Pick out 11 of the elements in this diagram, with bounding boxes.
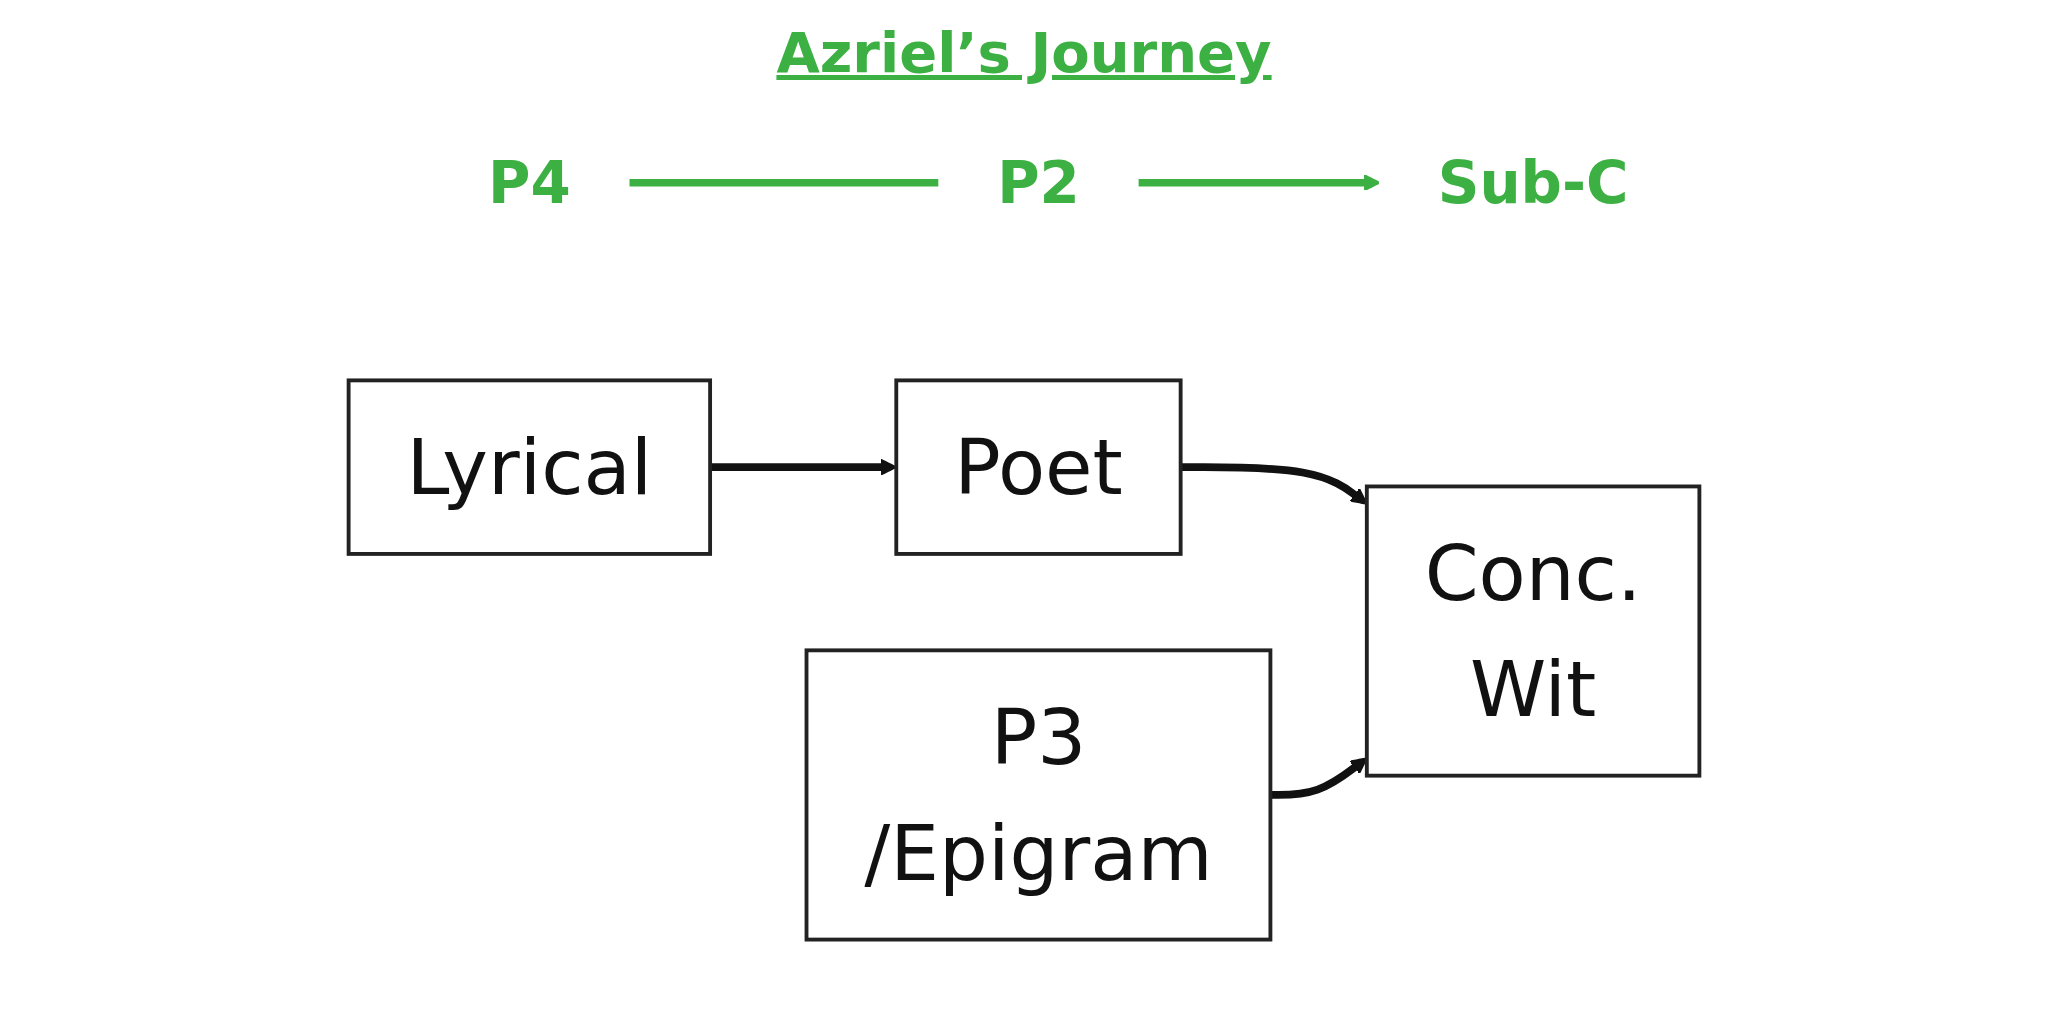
- node-text: P2: [997, 148, 1080, 217]
- diagram-title: Azriel’s Journey: [776, 20, 1272, 85]
- node-box: P3 /Epigram: [804, 648, 1273, 942]
- node-box: Lyrical: [346, 378, 713, 556]
- connector: [628, 178, 940, 187]
- node-text: P4: [488, 148, 571, 217]
- node-text: Sub-C: [1437, 148, 1629, 217]
- arrow: [1180, 463, 1368, 505]
- node-box: Conc. Wit: [1364, 484, 1702, 778]
- arrow: [1270, 757, 1368, 799]
- node-box: Poet: [894, 378, 1183, 556]
